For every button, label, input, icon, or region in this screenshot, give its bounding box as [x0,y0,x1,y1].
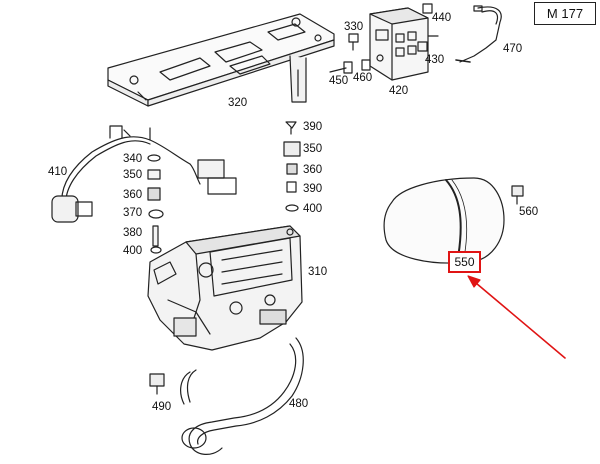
part-label-460[interactable]: 460 [353,72,373,84]
bolt-330 [348,33,359,51]
part-label-440[interactable]: 440 [432,12,452,24]
part-label-330[interactable]: 330 [344,21,364,33]
highlight-arrow [467,275,566,359]
mount-parts-center [283,121,301,212]
part-label-450[interactable]: 450 [329,75,349,87]
part-label-400-left[interactable]: 400 [123,245,143,257]
part-label-430[interactable]: 430 [425,54,445,66]
part-label-320[interactable]: 320 [228,97,248,109]
highlighted-part-label[interactable]: 550 [448,251,481,273]
part-label-390-top[interactable]: 390 [303,121,323,133]
pressure-reservoir-550 [383,177,505,264]
part-label-560[interactable]: 560 [519,206,539,218]
part-label-350-center[interactable]: 350 [303,143,323,155]
fittings-upper [329,3,433,74]
part-label-410[interactable]: 410 [48,166,68,178]
part-label-380[interactable]: 380 [123,227,143,239]
part-label-390-bottom[interactable]: 390 [303,183,323,195]
part-label-420[interactable]: 420 [389,85,409,97]
part-label-360-left[interactable]: 360 [123,189,143,201]
part-label-350-left[interactable]: 350 [123,169,143,181]
sensor-cable-470 [455,5,502,63]
compressor-unit-310 [147,225,303,351]
part-label-400-center[interactable]: 400 [303,203,323,215]
fitting-560 [511,185,524,205]
part-label-480[interactable]: 480 [289,398,309,410]
mount-parts-left [147,154,164,254]
part-label-310[interactable]: 310 [308,266,328,278]
wiring-harness-410 [51,125,237,223]
valve-block-420 [369,7,439,81]
model-code-box: M 177 [534,2,596,25]
part-label-360-center[interactable]: 360 [303,164,323,176]
part-label-490[interactable]: 490 [152,401,172,413]
part-label-370[interactable]: 370 [123,207,143,219]
clip-490 [149,373,165,395]
air-hose-480 [180,337,304,455]
part-label-340[interactable]: 340 [123,153,143,165]
bracket-plate-320 [107,13,335,107]
part-label-470[interactable]: 470 [503,43,523,55]
